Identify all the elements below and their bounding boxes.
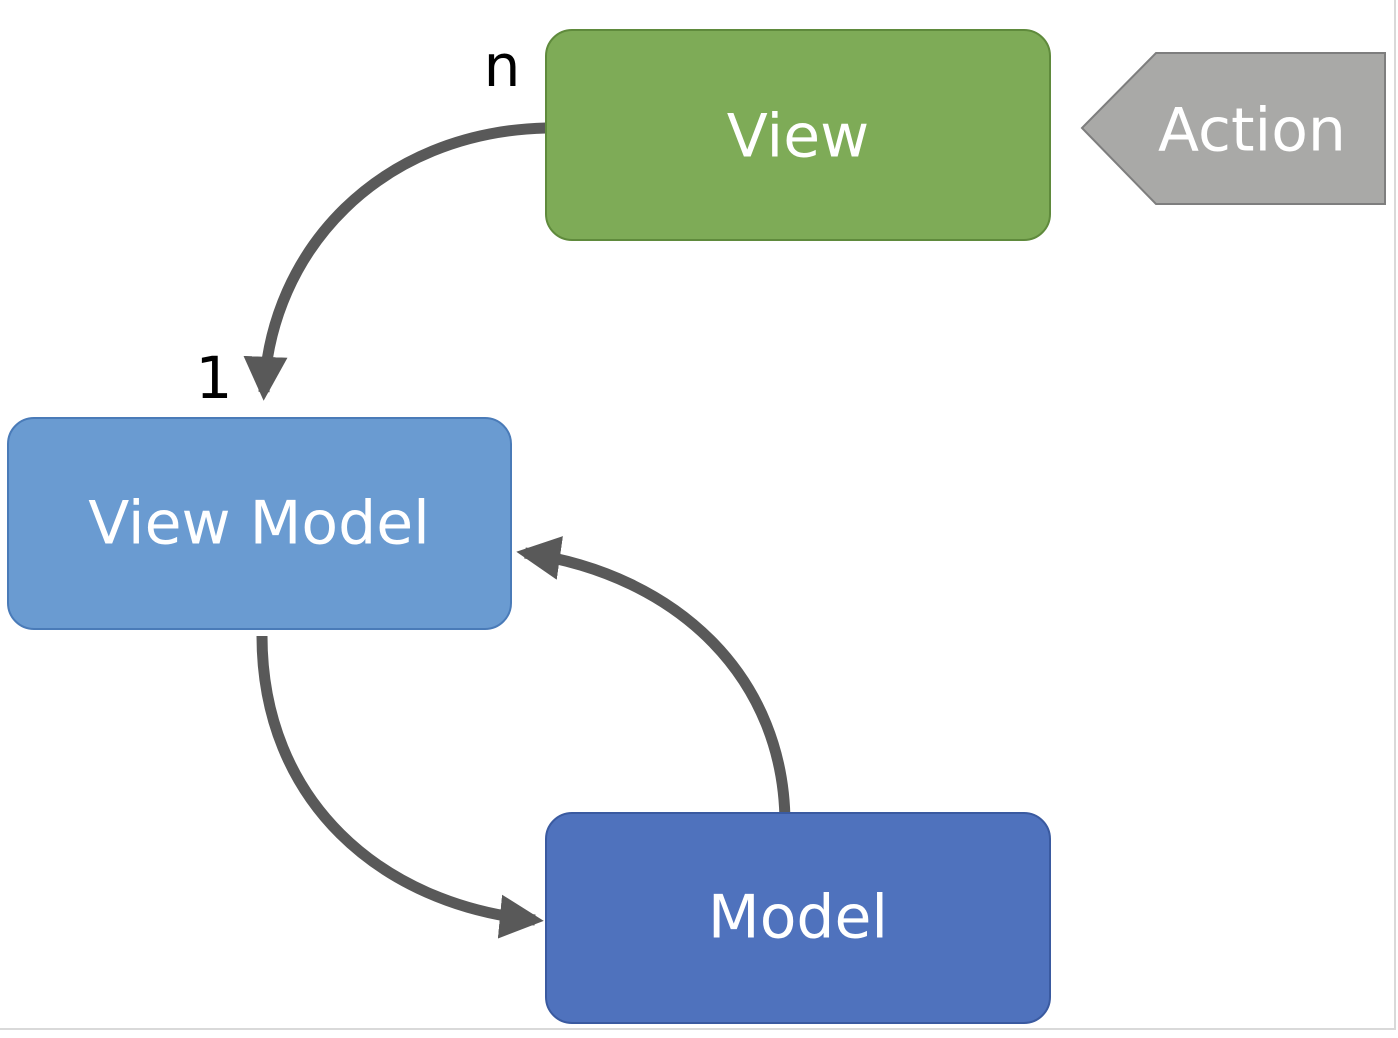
node-viewmodel: View Model (7, 417, 512, 630)
node-viewmodel-box (7, 417, 512, 630)
node-action: Action (1080, 52, 1386, 205)
node-model-label: Model (708, 883, 888, 953)
node-view-box (545, 29, 1051, 241)
edge-model-to-viewmodel (516, 536, 791, 825)
edge-view-to-viewmodel (243, 122, 547, 401)
node-action-shape (1080, 52, 1386, 205)
node-action-label: Action (1158, 96, 1346, 166)
node-model-box (545, 812, 1051, 1024)
edge-viewmodel-to-model (256, 635, 544, 939)
node-viewmodel-label: View Model (88, 489, 430, 559)
node-model: Model (545, 812, 1051, 1024)
multiplicity-1-label: 1 (196, 344, 233, 412)
node-view: View (545, 29, 1051, 241)
node-view-label: View (727, 102, 869, 172)
multiplicity-n-label: n (484, 32, 521, 100)
